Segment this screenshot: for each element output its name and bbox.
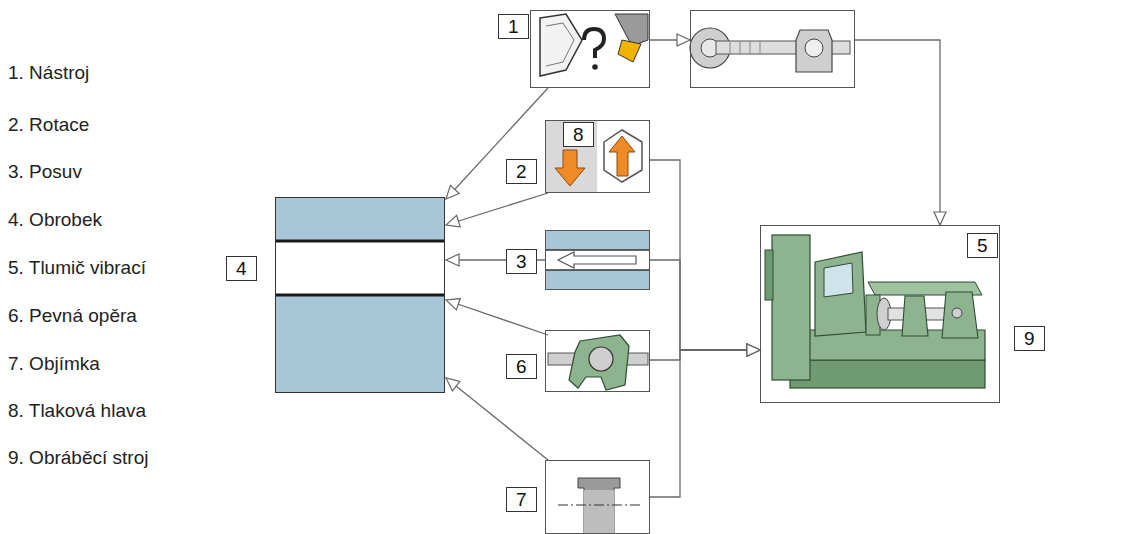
picture-panel: 7 (545, 460, 650, 534)
steady-rest-picture (548, 335, 648, 390)
sleeve-picture-part (578, 478, 620, 534)
lathe-picture-part (824, 263, 853, 297)
workpiece-section-part (275, 240, 445, 243)
legend-item-label: 4. Obrobek (8, 208, 102, 232)
legend-item-label: 2. Rotace (8, 113, 89, 137)
callout-number: 5 (967, 233, 998, 258)
connector-arrow (446, 88, 548, 199)
boring-bar-picture-part (760, 41, 761, 54)
sleeve-picture (558, 478, 640, 534)
steady-rest-picture-part (569, 335, 629, 390)
picture-panel (690, 10, 855, 88)
connector-arrow (650, 260, 760, 350)
callout-number: 7 (506, 487, 537, 512)
boring-bar-picture-part (796, 30, 832, 72)
callout-number: 8 (563, 122, 594, 147)
feed-picture-part (558, 252, 636, 268)
rotation-picture-part (604, 130, 642, 182)
tool-choice-picture-part (618, 40, 641, 62)
connector-arrow (650, 350, 760, 360)
callout-number: 1 (498, 14, 529, 39)
connector-arrow (446, 193, 548, 225)
boring-bar-picture-part (750, 41, 751, 54)
lathe-picture-part (790, 360, 985, 388)
rotation-picture-part (555, 150, 585, 186)
lathe-picture-part (815, 252, 866, 336)
legend-item-label: 9. Obráběcí stroj (8, 446, 148, 470)
steady-rest-picture-part (589, 347, 613, 371)
callout-number: 4 (226, 256, 257, 281)
legend-item-label: 8. Tlaková hlava (8, 399, 146, 423)
tool-choice-picture-part (546, 23, 574, 66)
feed-picture-part (545, 269, 650, 271)
lathe-picture-part (772, 235, 810, 380)
sleeve-picture-part (558, 505, 640, 506)
boring-bar-picture (690, 28, 850, 72)
legend-item-label: 1. Nástroj (8, 61, 89, 85)
legend-item-label: 5. Tlumič vibrací (8, 256, 146, 280)
tool-choice-picture-part (540, 14, 582, 76)
callout-number: 2 (506, 159, 537, 184)
rotation-picture-part (545, 120, 597, 193)
feed-picture-part (545, 230, 650, 250)
rotation-picture-part (609, 136, 635, 176)
connector-arrow (446, 300, 548, 335)
workpiece-section-part (275, 294, 445, 297)
picture-panel: 3 (545, 230, 650, 290)
lathe-picture-part (902, 296, 928, 336)
picture-panel: 1 (530, 10, 650, 88)
tool-choice-picture (540, 14, 648, 76)
connector-arrow (650, 160, 760, 350)
connector-arrow (650, 39, 690, 40)
feed-picture-part (545, 270, 650, 290)
lathe-picture-part (952, 308, 962, 318)
legend-item-label: 6. Pevná opěra (8, 304, 137, 328)
tool-choice-picture-part (592, 64, 598, 70)
boring-bar-picture-part (805, 39, 823, 57)
picture-panel: 28 (545, 120, 650, 193)
workpiece-section-part (275, 197, 445, 240)
connector-arrow (446, 378, 548, 460)
boring-bar-picture-part (740, 41, 741, 54)
picture-panel: 59 (760, 225, 1000, 403)
tool-choice-picture-part (615, 14, 648, 46)
rotation-picture (545, 120, 642, 193)
connector-arrow (855, 40, 940, 225)
workpiece-section-part (275, 296, 445, 393)
workpiece-section (275, 197, 445, 393)
tool-choice-picture-part (584, 29, 604, 58)
sleeve-picture-part (584, 490, 614, 534)
callout-number: 9 (1014, 326, 1045, 351)
picture-panel: 4 (275, 197, 445, 393)
picture-panel: 6 (545, 330, 650, 392)
feed-picture-part (545, 249, 650, 251)
lathe-picture-part (765, 250, 773, 300)
connector-arrow (650, 350, 760, 497)
callout-number: 3 (506, 249, 537, 274)
feed-picture (545, 230, 650, 290)
legend-item-label: 3. Posuv (8, 160, 82, 184)
workpiece-section-part (275, 242, 445, 295)
legend-item-label: 7. Objímka (8, 352, 100, 376)
lathe-picture (765, 235, 985, 388)
callout-number: 6 (506, 354, 537, 379)
boring-bar-picture-part (730, 41, 731, 54)
lathe-picture-part (942, 292, 978, 338)
